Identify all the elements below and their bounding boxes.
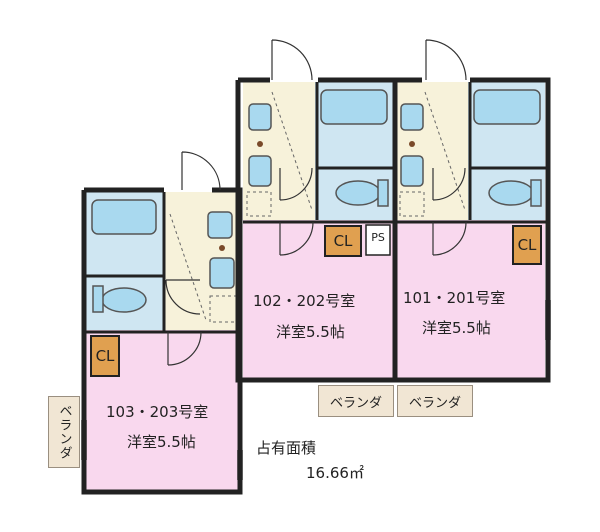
room-number-103: 103・203号室 xyxy=(106,403,209,421)
room-number-101: 101・201号室 xyxy=(403,289,506,307)
room-size-103: 洋室5.5帖 xyxy=(127,433,196,451)
closet-101-label: CL xyxy=(517,235,537,254)
veranda-102: ベランダ xyxy=(318,385,394,417)
window xyxy=(81,300,551,480)
sink-icon xyxy=(207,103,424,289)
walls xyxy=(81,77,551,495)
veranda-101: ベランダ xyxy=(397,385,473,417)
closet-102: CL xyxy=(324,225,362,257)
closet-101: CL xyxy=(512,225,542,265)
floor-area-label: 占有面積 xyxy=(256,439,317,457)
closet-103: CL xyxy=(90,335,120,377)
veranda-103: ベランダ xyxy=(48,396,80,468)
floor-area-value: 16.66㎡ xyxy=(306,464,364,482)
room-size-101: 洋室5.5帖 xyxy=(422,319,491,337)
inner-walls xyxy=(86,82,546,334)
ps-label: PS xyxy=(371,231,385,244)
closet-103-label: CL xyxy=(95,346,115,365)
stove-icon xyxy=(219,141,415,251)
toilet-icon xyxy=(92,179,542,313)
ps-box xyxy=(365,224,391,256)
door-swing xyxy=(165,39,467,366)
washer-space xyxy=(169,91,466,323)
room-size-102: 洋室5.5帖 xyxy=(276,323,345,341)
bathtub-icon xyxy=(91,89,541,235)
room-number-102: 102・202号室 xyxy=(253,292,356,310)
